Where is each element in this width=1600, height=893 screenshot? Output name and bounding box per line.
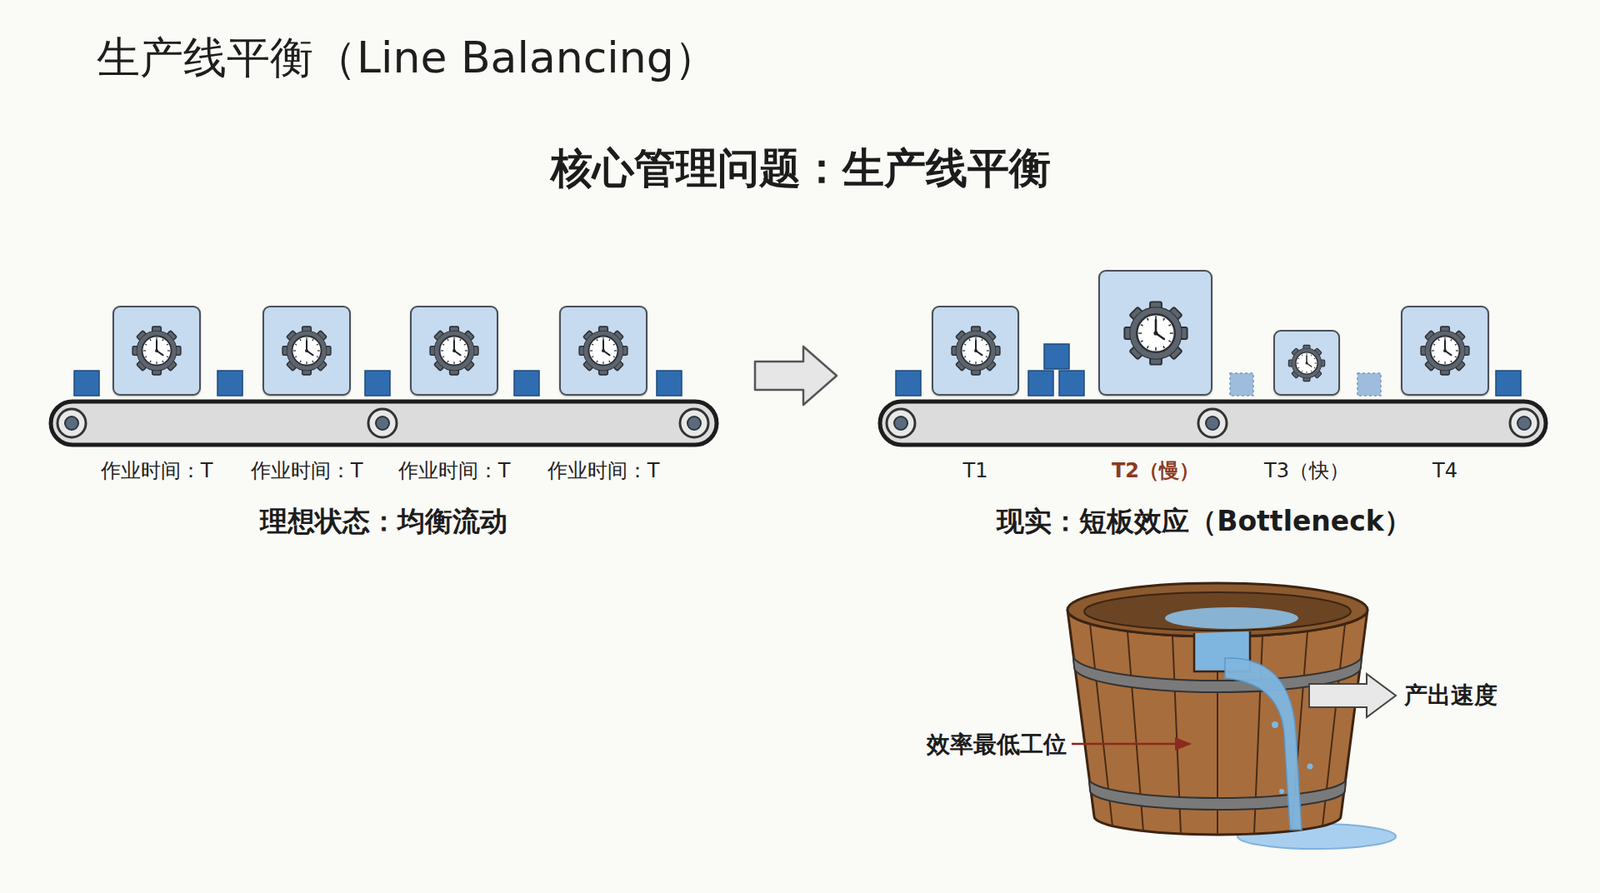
gear-clock-icon — [422, 319, 486, 383]
line-scenario-group: 理想状态：均衡流动 作业时间：T 作业时间：T 作业时间：T 作业时间：T — [16, 250, 750, 550]
water-drop — [1307, 764, 1314, 770]
queued-item — [1044, 344, 1070, 370]
station-label: T3（快） — [1264, 459, 1350, 483]
station-label: T2（慢） — [1111, 459, 1200, 483]
gear-clock-symbol — [132, 326, 181, 375]
annotation-label: 效率最低工位 — [926, 730, 1067, 760]
gear-clock-symbol — [1420, 326, 1470, 375]
roller — [886, 409, 915, 438]
workstation-box: 作业时间：T — [262, 305, 351, 396]
gear-clock-symbol — [1124, 301, 1187, 365]
workstation-box: 作业时间：T — [112, 305, 201, 396]
idle-slot — [1230, 373, 1254, 396]
gear-clock-icon — [1114, 291, 1197, 375]
workstation-box: T2（慢） — [1098, 270, 1213, 396]
scenario-caption: 理想状态：均衡流动 — [16, 506, 750, 537]
line-scenario-group: 现实：短板效应（Bottleneck）T1T2（慢）T3（快）T4 — [841, 250, 1567, 550]
workstation-box: T1 — [931, 305, 1020, 396]
barrel-hoop — [1089, 779, 1346, 810]
gear-clock-icon — [1283, 339, 1331, 387]
barrel-illustration — [1067, 583, 1396, 850]
output-arrow — [1309, 674, 1396, 718]
barrel-body — [1067, 610, 1368, 835]
roller — [1510, 409, 1539, 438]
workstation-box: T4 — [1400, 305, 1490, 396]
roller — [368, 409, 397, 438]
flow-arrow — [755, 346, 837, 405]
queued-item — [1028, 370, 1054, 396]
belt — [880, 401, 1546, 445]
station-label: T1 — [963, 459, 989, 483]
gear-clock-icon — [275, 319, 339, 383]
conveyor-belt — [880, 401, 1546, 445]
scenario-caption: 现实：短板效应（Bottleneck） — [841, 506, 1567, 537]
gear-clock-symbol — [579, 326, 628, 375]
idle-slot — [1357, 373, 1381, 396]
barrel-staves — [1090, 624, 1345, 835]
gear-clock-symbol — [951, 326, 1000, 375]
work-item — [217, 370, 243, 396]
roller-hub — [1205, 416, 1220, 430]
water-drop — [1271, 721, 1279, 729]
gear-clock-icon — [125, 319, 189, 383]
conveyor-belt — [50, 401, 717, 445]
gear-clock-icon — [1413, 319, 1477, 383]
gear-clock-symbol — [430, 326, 479, 375]
work-item — [656, 370, 682, 396]
work-item — [514, 370, 540, 396]
annotation-label: 产出速度 — [1404, 681, 1498, 710]
station-label: 作业时间：T — [100, 459, 214, 483]
barrel-interior — [1084, 592, 1351, 631]
barrel-rim — [1067, 583, 1368, 637]
leader-line — [1071, 743, 1190, 746]
roller-hub — [1517, 416, 1531, 430]
belt — [50, 401, 717, 445]
gear-clock-icon — [571, 319, 635, 383]
water-surface — [1165, 607, 1299, 630]
water-drop — [1279, 789, 1285, 795]
station-label: T4 — [1432, 459, 1458, 483]
gear-clock-icon — [944, 319, 1008, 383]
roller-hub — [375, 416, 390, 430]
work-item — [1495, 370, 1521, 396]
work-item — [365, 370, 390, 396]
roller — [1198, 409, 1227, 438]
workstation-box: 作业时间：T — [559, 305, 648, 396]
roller — [680, 409, 709, 438]
page-title: 生产线平衡（Line Balancing） — [96, 31, 718, 84]
roller-hub — [687, 416, 701, 430]
station-label: 作业时间：T — [250, 459, 364, 483]
workstation-box: T3（快） — [1273, 330, 1340, 396]
work-item — [74, 370, 100, 396]
water-spill — [1225, 658, 1302, 830]
gear-clock-symbol — [282, 326, 331, 375]
gear-clock-symbol — [1288, 345, 1325, 381]
roller-hub — [65, 416, 79, 430]
work-item — [895, 370, 921, 396]
roller-hub — [894, 416, 908, 430]
station-label: 作业时间：T — [398, 459, 511, 483]
queued-item — [1059, 370, 1085, 396]
station-label: 作业时间：T — [547, 459, 660, 483]
workstation-box: 作业时间：T — [410, 305, 499, 396]
roller — [57, 409, 86, 438]
subtitle: 核心管理问题：生产线平衡 — [550, 143, 1051, 194]
